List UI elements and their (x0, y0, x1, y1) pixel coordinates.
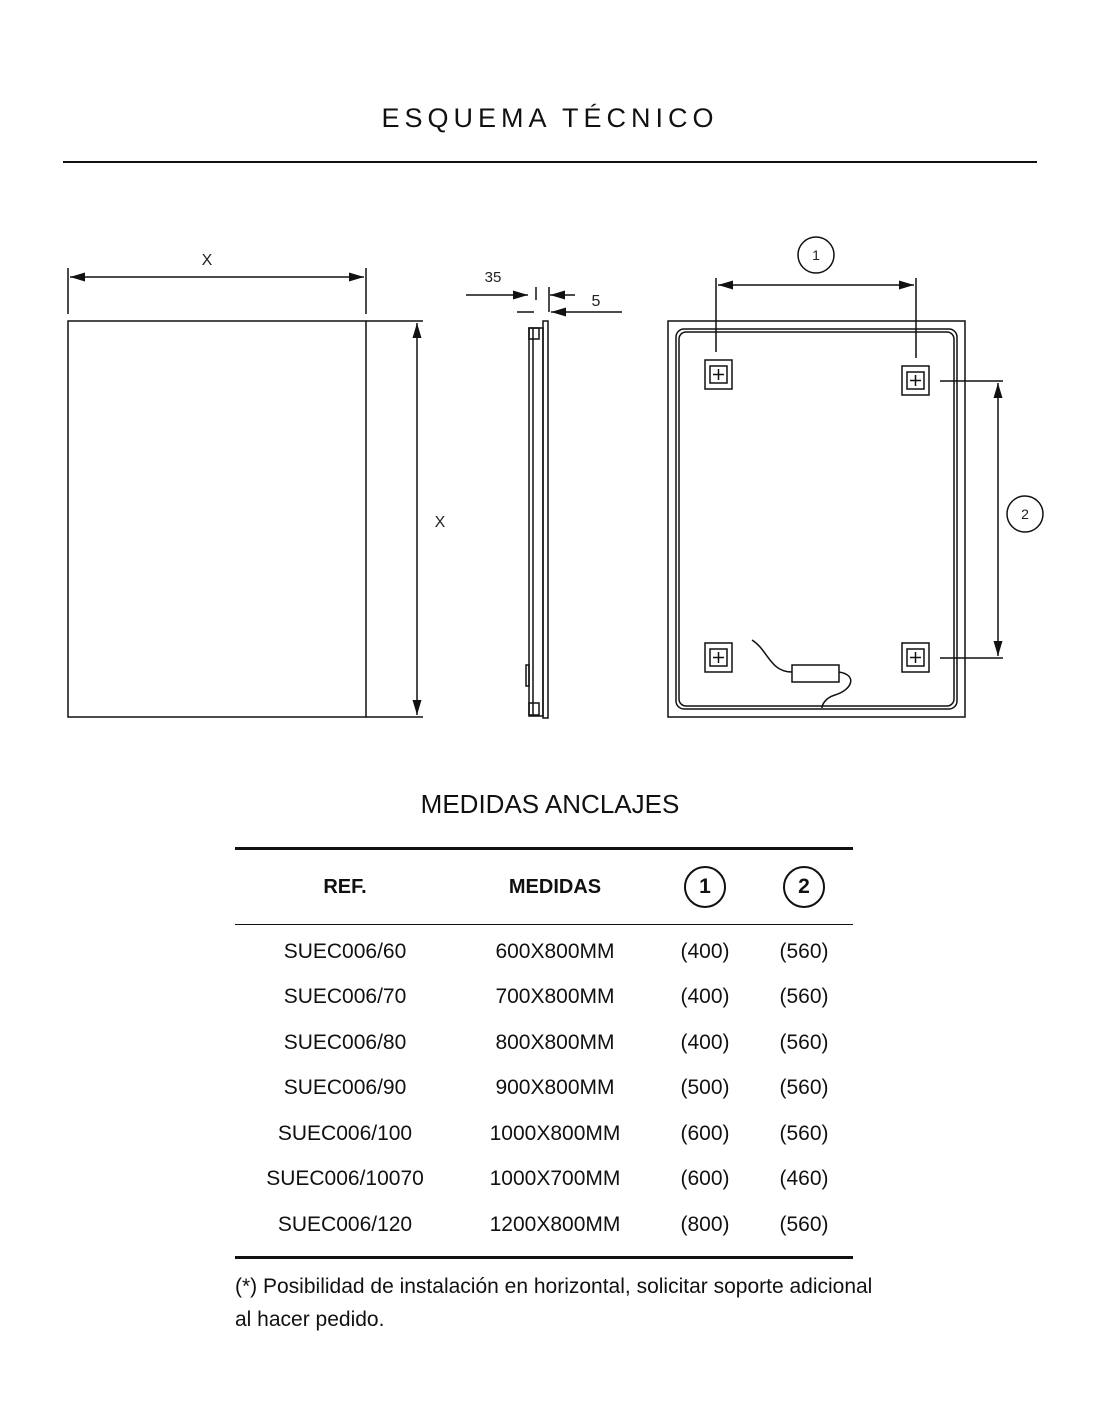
cell-medidas: 700X800MM (495, 985, 615, 1009)
side-depth-label: 35 (485, 269, 502, 286)
anchor-dim-1-label: 1 (812, 247, 820, 263)
side-view (466, 287, 622, 719)
table-row: SUEC006/90 900X800MM (500) (560) (235, 1066, 853, 1112)
anchors-table: REF. MEDIDAS 1 2 SUEC006/60 600X800MM (400… (235, 847, 853, 1259)
cell-ref: SUEC006/60 (283, 939, 407, 963)
cell-dim-1: (800) (680, 1212, 730, 1236)
front-height-label: X (435, 514, 446, 531)
cell-dim-2: (560) (779, 985, 829, 1009)
table-row: SUEC006/10070 1000X700MM (600) (460) (235, 1157, 853, 1203)
cell-medidas: 800X800MM (495, 1030, 615, 1054)
cell-dim-2: (560) (779, 1121, 829, 1145)
table-row: SUEC006/60 600X800MM (400) (560) (235, 925, 853, 975)
cell-dim-2: (460) (779, 1167, 829, 1191)
cell-dim-2: (560) (779, 939, 829, 963)
side-offset-label: 5 (592, 293, 601, 310)
cell-medidas: 900X800MM (495, 1076, 615, 1100)
anchors-title: MEDIDAS ANCLAJES (420, 789, 680, 819)
cell-medidas: 600X800MM (495, 939, 615, 963)
table-row: SUEC006/70 700X800MM (400) (560) (235, 975, 853, 1021)
front-width-label: X (202, 252, 213, 269)
col-medidas: MEDIDAS (508, 875, 602, 898)
technical-diagram: X X 35 5 1 2 (67, 236, 1044, 719)
cell-ref: SUEC006/100 (277, 1121, 413, 1145)
cell-ref: SUEC006/120 (277, 1212, 413, 1236)
cell-dim-1: (400) (680, 1030, 730, 1054)
title-divider (63, 161, 1037, 163)
cell-dim-1: (600) (680, 1121, 730, 1145)
front-view (67, 268, 423, 718)
cell-ref: SUEC006/10070 (266, 1167, 424, 1191)
cell-medidas: 1200X800MM (489, 1212, 621, 1236)
anchor-bracket (901, 642, 930, 673)
col-dim-2: 2 (755, 849, 853, 925)
table-row: SUEC006/120 1200X800MM (800) (560) (235, 1202, 853, 1257)
cell-ref: SUEC006/90 (283, 1076, 407, 1100)
anchor-dim-2-label: 2 (1021, 506, 1029, 522)
anchor-bracket (704, 359, 733, 390)
anchor-bracket (901, 365, 930, 396)
cell-dim-1: (500) (680, 1076, 730, 1100)
page-title: ESQUEMA TÉCNICO (381, 103, 719, 133)
cell-dim-2: (560) (779, 1030, 829, 1054)
col-dim-1: 1 (655, 849, 755, 925)
cell-dim-2: (560) (779, 1076, 829, 1100)
cell-dim-1: (400) (680, 985, 730, 1009)
table-header-row: REF. MEDIDAS 1 2 (235, 848, 853, 925)
cell-dim-1: (600) (680, 1167, 730, 1191)
cell-dim-1: (400) (680, 939, 730, 963)
table-row: SUEC006/80 800X800MM (400) (560) (235, 1020, 853, 1066)
anchor-bracket (704, 642, 733, 673)
cell-dim-2: (560) (779, 1212, 829, 1236)
table-row: SUEC006/100 1000X800MM (600) (560) (235, 1111, 853, 1157)
led-driver (751, 639, 852, 709)
cell-medidas: 1000X700MM (489, 1167, 621, 1191)
installation-note: (*) Posibilidad de instalación en horizo… (235, 1275, 873, 1331)
back-view (667, 278, 1003, 718)
cell-ref: SUEC006/80 (283, 1030, 407, 1054)
cell-medidas: 1000X800MM (489, 1121, 621, 1145)
col-ref: REF. (323, 875, 367, 898)
cell-ref: SUEC006/70 (283, 985, 407, 1009)
